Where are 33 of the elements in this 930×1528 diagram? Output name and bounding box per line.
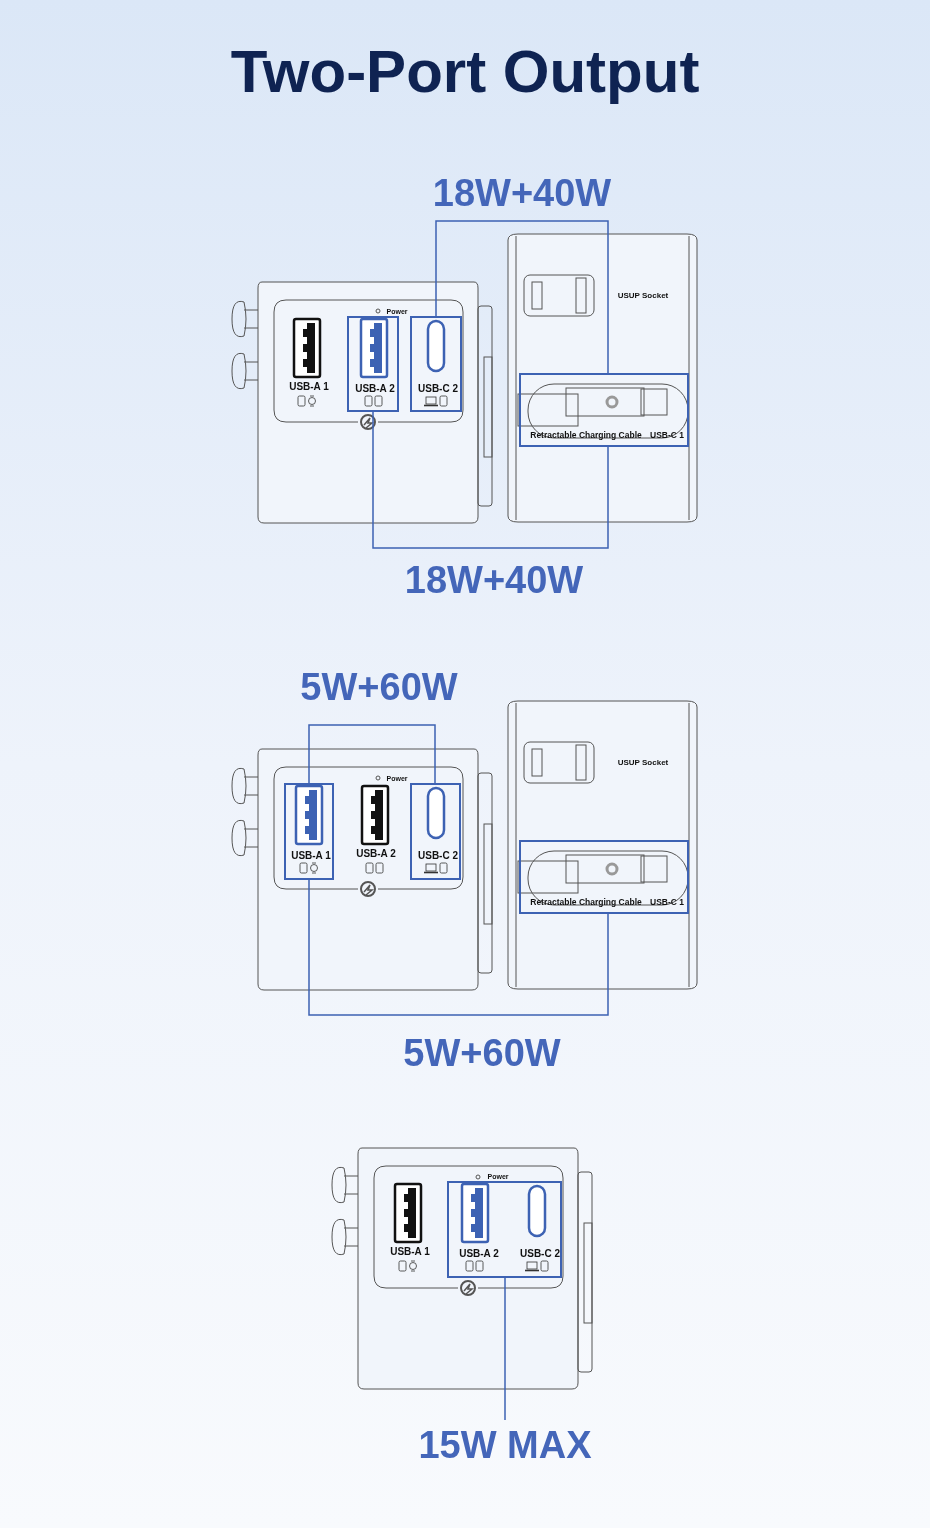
port-label: USB-A 1 [291,851,331,861]
connector-line [504,1277,506,1421]
power-rating: 15W MAX [418,1426,592,1464]
highlight-frame [284,783,334,880]
port-label: Retractable Charging Cable [530,430,642,440]
highlight-frame [410,783,461,880]
highlight-frame [410,316,462,412]
highlight-frame [519,373,689,447]
port-label: USB-A 2 [355,384,395,394]
connector-line [372,411,609,549]
port-label: USB-A 1 [390,1247,430,1257]
port-label: USB-A 1 [289,382,329,392]
port-label: Retractable Charging Cable [530,897,642,907]
edge-label: 18W+40W [404,561,584,599]
highlight-frame [447,1181,562,1278]
edge-label: 5W+60W [403,1034,561,1072]
port-label: USB-C 1 [650,897,684,907]
title: Two-Port Output [230,42,700,102]
highlight-frame [347,316,399,412]
port-label: USB-C 2 [418,384,458,394]
edge-label: 5W+60W [300,668,458,706]
port-label: USB-A 2 [356,849,396,859]
socket-label: USUP Socket [617,759,669,767]
port-label: USB-C 2 [418,851,458,861]
highlight-frame [519,840,689,914]
port-label: USB-C 1 [650,430,684,440]
connector-line [435,220,609,374]
connector-line [308,879,609,1016]
connector-line [308,724,436,784]
port-label: USB-C 2 [520,1249,560,1259]
socket-label: USUP Socket [617,292,669,300]
port-label: USB-A 2 [459,1249,499,1259]
edge-label: 18W+40W [432,174,612,212]
